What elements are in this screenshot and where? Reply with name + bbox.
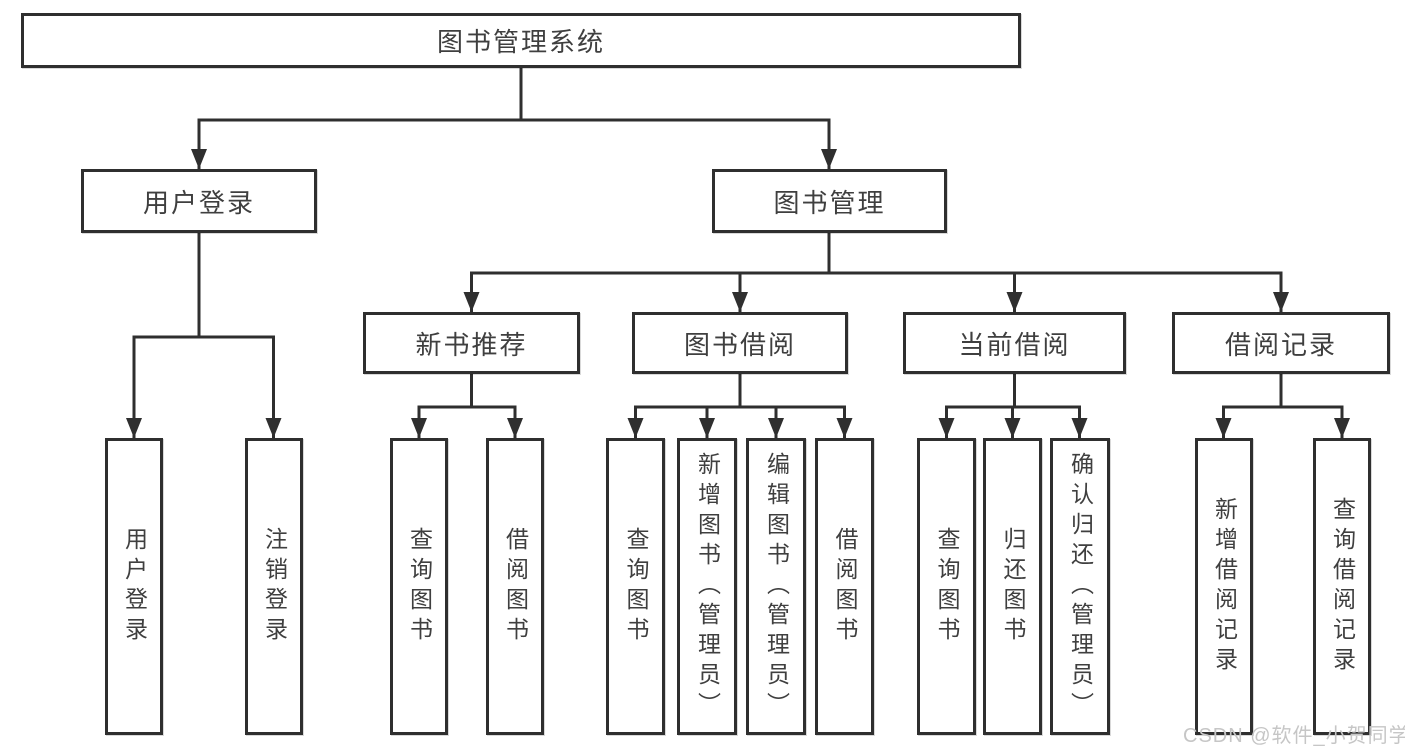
leaf-label: 借阅图书 bbox=[502, 526, 529, 647]
leaf-label: 查询图书 bbox=[623, 526, 649, 647]
leaf-box-borrow-books-2: 借阅图书 bbox=[815, 438, 874, 735]
csdn-watermark: CSDN @软件_小贺同学 bbox=[1183, 725, 1405, 747]
leaf-box-add-book-admin: 新增图书（管理员） bbox=[677, 438, 737, 735]
leaf-box-user-login: 用户登录 bbox=[105, 438, 163, 735]
root-box-library-system: 图书管理系统 bbox=[21, 13, 1021, 68]
node-box-borrow-records: 借阅记录 bbox=[1172, 312, 1390, 374]
leaf-label: 确认归还（管理员） bbox=[1067, 451, 1094, 722]
leaf-box-query-books-3: 查询图书 bbox=[917, 438, 976, 735]
leaf-box-return-book: 归还图书 bbox=[983, 438, 1042, 735]
leaf-label: 用户登录 bbox=[121, 526, 148, 647]
node-box-book-borrow: 图书借阅 bbox=[632, 312, 848, 374]
leaf-box-confirm-return-admin: 确认归还（管理员） bbox=[1050, 438, 1110, 735]
leaf-box-query-borrow-record: 查询借阅记录 bbox=[1313, 438, 1371, 735]
leaf-box-borrow-books-1: 借阅图书 bbox=[486, 438, 544, 735]
leaf-box-add-borrow-record: 新增借阅记录 bbox=[1195, 438, 1253, 735]
leaf-label: 注销登录 bbox=[261, 526, 288, 647]
leaf-box-query-books-2: 查询图书 bbox=[606, 438, 665, 735]
leaf-label: 查询图书 bbox=[934, 526, 960, 647]
leaf-box-logout: 注销登录 bbox=[245, 438, 303, 735]
leaf-label: 查询借阅记录 bbox=[1329, 496, 1356, 677]
leaf-box-query-books-1: 查询图书 bbox=[390, 438, 448, 735]
leaf-label: 查询图书 bbox=[406, 526, 433, 647]
node-box-current-borrow: 当前借阅 bbox=[903, 312, 1126, 374]
leaf-label: 归还图书 bbox=[1000, 526, 1026, 647]
leaf-label: 新增图书（管理员） bbox=[694, 451, 721, 722]
leaf-label: 新增借阅记录 bbox=[1211, 496, 1238, 677]
leaf-label: 借阅图书 bbox=[832, 526, 858, 647]
leaf-label: 编辑图书（管理员） bbox=[763, 451, 790, 722]
leaf-box-edit-book-admin: 编辑图书（管理员） bbox=[746, 438, 806, 735]
node-box-new-book-recommend: 新书推荐 bbox=[363, 312, 580, 374]
node-box-book-management: 图书管理 bbox=[712, 169, 947, 233]
node-box-user-login: 用户登录 bbox=[81, 169, 317, 233]
